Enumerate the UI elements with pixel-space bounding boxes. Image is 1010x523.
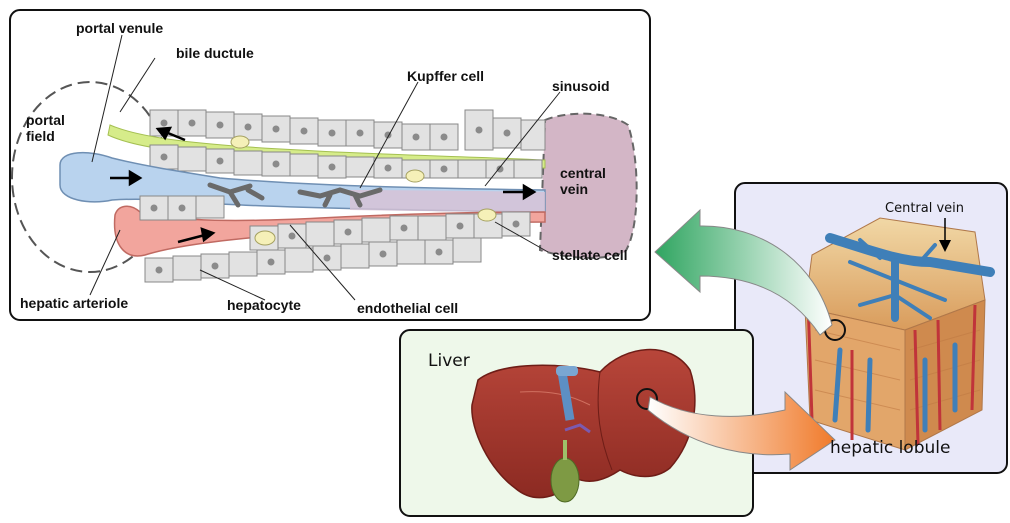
label-sinusoid: sinusoid [552,78,610,94]
label-stellate-cell: stellate cell [552,247,628,263]
label-bile-ductule: bile ductule [176,45,254,61]
liver-title: Liver [428,353,470,369]
label-endothelial-cell: endothelial cell [357,300,458,316]
label-portal-field: portal field [26,112,65,144]
label-portal-venule: portal venule [76,20,163,36]
label-central-vein: central vein [560,165,606,197]
label-hepatocyte: hepatocyte [227,297,301,313]
label-lobule-central-vein: Central vein [885,201,964,217]
label-hepatic-arteriole: hepatic arteriole [20,295,128,311]
label-kupffer-cell: Kupffer cell [407,68,484,84]
micro-panel [10,10,650,320]
lobule-title: hepatic lobule [830,440,950,456]
